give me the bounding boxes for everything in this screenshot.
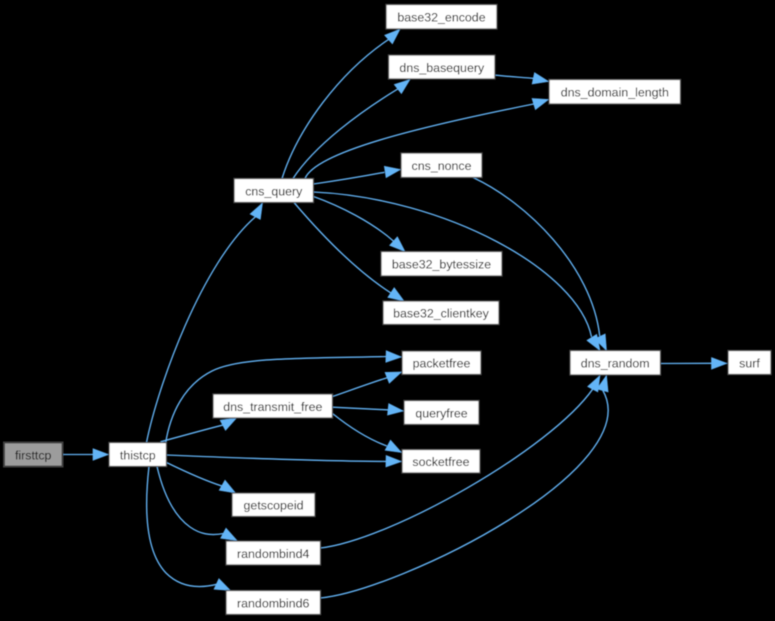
svg-text:dns_random: dns_random bbox=[581, 357, 650, 371]
svg-text:queryfree: queryfree bbox=[415, 406, 467, 420]
svg-text:getscopeid: getscopeid bbox=[244, 499, 304, 513]
svg-text:dns_basequery: dns_basequery bbox=[399, 61, 485, 75]
svg-text:thistcp: thistcp bbox=[120, 448, 156, 462]
svg-text:base32_bytessize: base32_bytessize bbox=[392, 258, 491, 272]
svg-text:cns_query: cns_query bbox=[245, 184, 303, 198]
svg-text:randombind4: randombind4 bbox=[237, 547, 309, 561]
svg-text:packetfree: packetfree bbox=[413, 357, 471, 371]
svg-text:base32_clientkey: base32_clientkey bbox=[393, 307, 490, 321]
svg-text:dns_domain_length: dns_domain_length bbox=[561, 86, 669, 100]
svg-text:firsttcp: firsttcp bbox=[15, 448, 52, 462]
svg-text:socketfree: socketfree bbox=[412, 455, 469, 469]
svg-text:surf: surf bbox=[739, 356, 760, 370]
svg-text:randombind6: randombind6 bbox=[237, 596, 309, 610]
svg-text:cns_nonce: cns_nonce bbox=[412, 159, 472, 173]
svg-text:dns_transmit_free: dns_transmit_free bbox=[223, 400, 322, 414]
svg-text:base32_encode: base32_encode bbox=[397, 11, 485, 25]
